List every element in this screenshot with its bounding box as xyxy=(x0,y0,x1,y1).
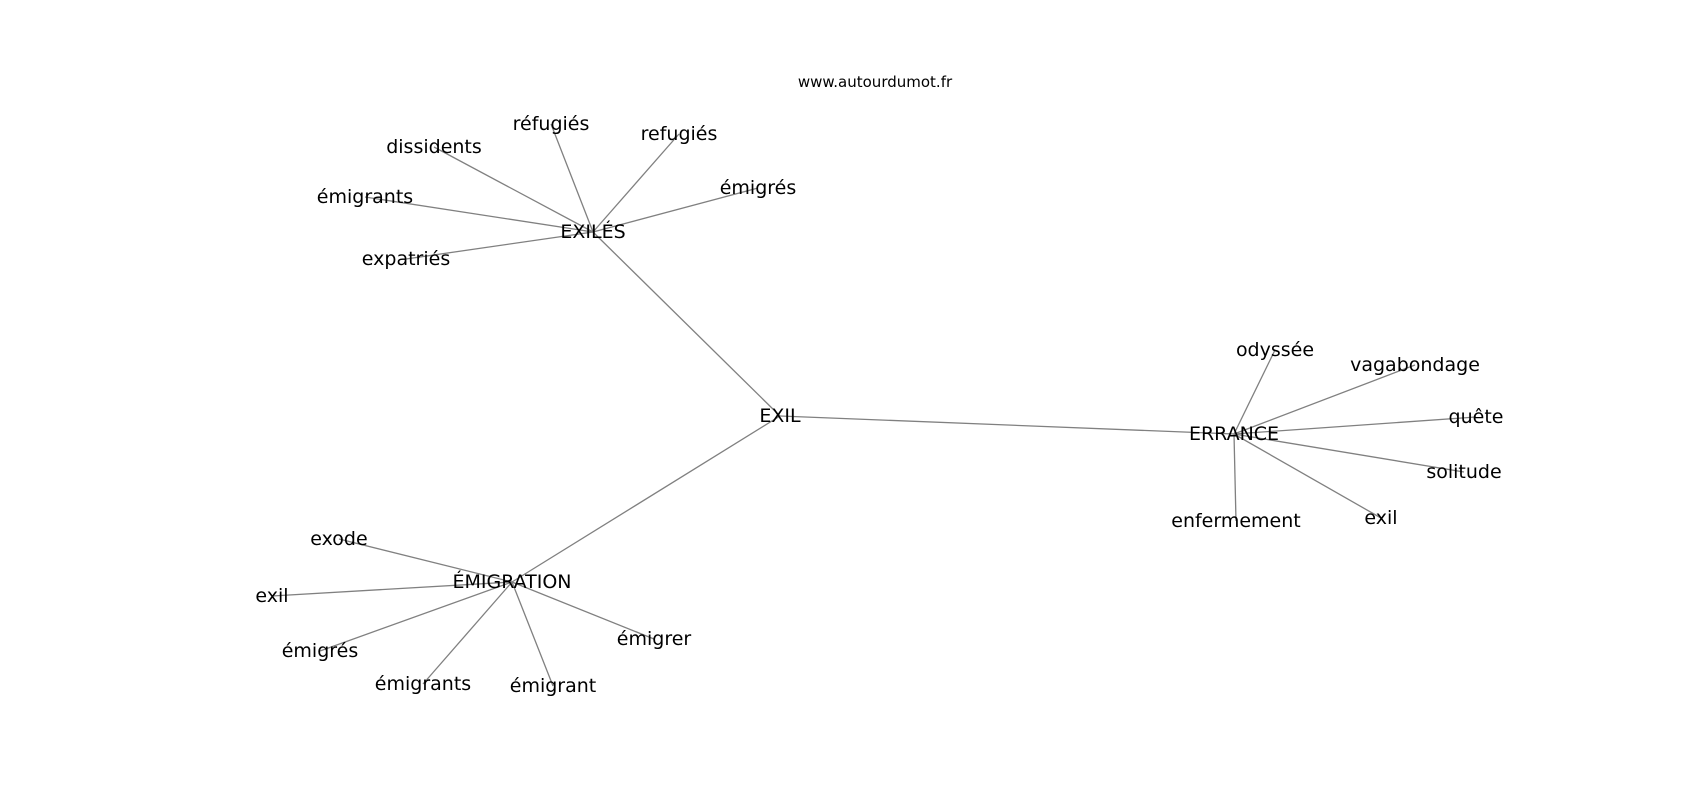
edge-errance-vagabondage xyxy=(1233,364,1416,435)
node-emigration-emigres[interactable]: émigrés xyxy=(282,640,359,662)
edge-emigration-emigrer xyxy=(511,581,655,640)
edge-emigration-emigrant xyxy=(511,581,554,687)
graph-nodes: EXIL EXILÉS dissidents réfugiés refugiés émig… xyxy=(255,113,1503,697)
node-exiles-emigres[interactable]: émigrés xyxy=(720,177,797,199)
edge-exil-emigration xyxy=(511,415,781,583)
node-emigration[interactable]: ÉMIGRATION xyxy=(452,570,571,593)
edge-exiles-expatries xyxy=(405,231,594,260)
edge-exiles-emigres xyxy=(592,187,759,233)
site-watermark[interactable]: www.autourdumot.fr xyxy=(798,73,953,91)
node-emigration-exil[interactable]: exil xyxy=(255,585,288,607)
edge-emigration-exode xyxy=(338,538,513,583)
edge-exil-errance xyxy=(779,415,1235,435)
node-errance[interactable]: ERRANCE xyxy=(1189,423,1279,445)
edge-exiles-refugies xyxy=(550,123,594,233)
node-errance-quete[interactable]: quête xyxy=(1449,406,1504,428)
edge-emigration-exil xyxy=(271,581,513,597)
node-errance-odyssee[interactable]: odyssée xyxy=(1236,339,1314,361)
node-emigration-exode[interactable]: exode xyxy=(310,528,367,550)
edge-exiles-emigrants xyxy=(364,196,594,233)
edge-errance-exil xyxy=(1233,433,1382,519)
node-errance-enfermement[interactable]: enfermement xyxy=(1171,510,1300,532)
edge-emigration-emigrants xyxy=(422,581,513,685)
graph-edges xyxy=(271,123,1477,687)
node-exiles-dissidents[interactable]: dissidents xyxy=(386,136,482,158)
edge-errance-enfermement xyxy=(1233,433,1237,522)
edge-emigration-emigres xyxy=(319,581,513,652)
node-emigration-emigrants[interactable]: émigrants xyxy=(375,673,471,695)
node-exil-center[interactable]: EXIL xyxy=(759,405,801,427)
node-emigration-emigrer[interactable]: émigrer xyxy=(617,628,692,650)
edge-exil-exiles xyxy=(592,231,781,417)
node-emigration-emigrant[interactable]: émigrant xyxy=(510,675,596,697)
edge-exiles-dissidents xyxy=(433,146,594,233)
node-errance-solitude[interactable]: solitude xyxy=(1426,461,1501,483)
node-exiles-refugies[interactable]: réfugiés xyxy=(513,113,590,135)
node-exiles-refugies[interactable]: refugiés xyxy=(641,123,718,145)
edge-errance-odyssee xyxy=(1233,349,1276,435)
edge-errance-solitude xyxy=(1233,433,1465,473)
node-errance-vagabondage[interactable]: vagabondage xyxy=(1350,354,1480,376)
node-exiles[interactable]: EXILÉS xyxy=(560,220,625,243)
edge-exiles-refugies xyxy=(592,133,680,233)
node-errance-exil[interactable]: exil xyxy=(1364,507,1397,529)
node-exiles-emigrants[interactable]: émigrants xyxy=(317,186,413,208)
edge-errance-quete xyxy=(1233,416,1477,435)
node-exiles-expatries[interactable]: expatriés xyxy=(362,248,450,270)
